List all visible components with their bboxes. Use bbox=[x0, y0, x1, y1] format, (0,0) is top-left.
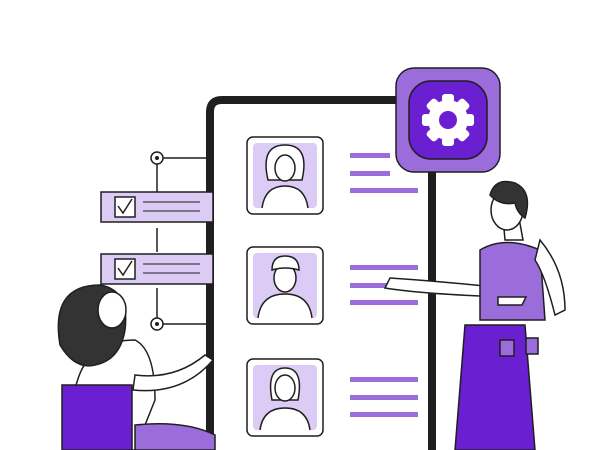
checklist-item-1 bbox=[100, 191, 214, 223]
connector-dots bbox=[150, 151, 164, 331]
checklist-item-2 bbox=[100, 253, 214, 285]
profile-card-1 bbox=[246, 136, 324, 215]
man-character bbox=[383, 180, 566, 450]
text-placeholder-lines bbox=[350, 153, 418, 417]
profile-card-2 bbox=[246, 246, 324, 325]
profile-card-3 bbox=[246, 358, 324, 437]
settings-app-tile bbox=[395, 67, 501, 173]
woman-character bbox=[57, 284, 216, 450]
gear-icon bbox=[422, 94, 474, 146]
